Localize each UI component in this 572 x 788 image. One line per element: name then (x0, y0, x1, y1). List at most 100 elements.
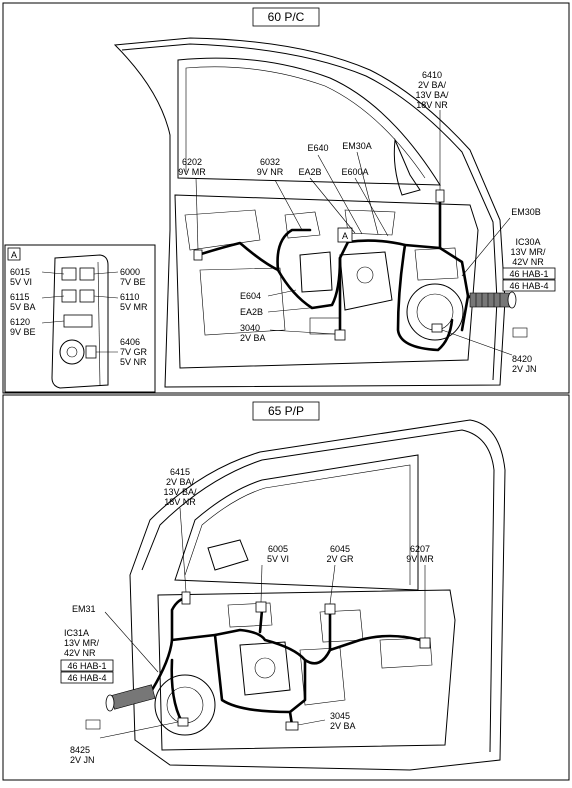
connector-6045-body (324, 603, 336, 615)
label-ea2b-low: EA2B (240, 307, 263, 317)
hinge-bracket (414, 247, 459, 281)
svg-text:18V NR: 18V NR (164, 497, 196, 507)
harness-boot-top (469, 291, 517, 309)
leader-e600a (354, 177, 389, 237)
svg-text:7V BE: 7V BE (120, 277, 146, 287)
svg-text:3040: 3040 (240, 323, 260, 333)
harness-boot-bottom (105, 684, 156, 712)
leader-ea2b-low (267, 305, 331, 313)
regulator-plate (239, 641, 291, 696)
svg-text:13V BA/: 13V BA/ (415, 90, 449, 100)
switch-6120 (63, 314, 93, 328)
label-em30b: EM30B (511, 207, 541, 217)
view-marker-box (337, 227, 353, 243)
label-6000: 6000 7V BE (120, 267, 146, 287)
bottom-panel: 65 P/P (60, 401, 506, 771)
svg-text:2V BA/: 2V BA/ (418, 80, 447, 90)
window-opening (177, 57, 441, 186)
tag-hab-1-box (60, 659, 114, 672)
label-6415: 6415 2V BA/ 13V BA/ 18V NR (163, 467, 197, 507)
harness-branch-8420 (460, 294, 470, 332)
svg-text:IC31A: IC31A (64, 628, 89, 638)
connector-6005-body (255, 601, 267, 613)
leader-6005 (260, 564, 263, 603)
harness-branch-speaker (396, 243, 454, 352)
svg-text:6115: 6115 (10, 292, 29, 302)
harness-branch-lower (213, 633, 307, 714)
label-em30a: EM30A (342, 141, 372, 151)
tag-hab-4-box (60, 671, 114, 684)
leader-3045 (297, 719, 326, 726)
bottom-title-box (252, 401, 320, 421)
label-e604: E604 (240, 291, 261, 301)
svg-text:6000: 6000 (120, 267, 140, 277)
leader-6202 (195, 177, 199, 251)
label-6005: 6005 5V VI (267, 544, 289, 564)
lower-trim (299, 647, 346, 706)
leader-ea2b-top (309, 177, 356, 234)
switch-panel-body (51, 254, 109, 389)
svg-text:9V MR: 9V MR (178, 167, 206, 177)
window-opening (174, 454, 419, 591)
inner-panel (174, 194, 479, 369)
label-6406: 6406 7V GR 5V NR (120, 337, 148, 367)
handle-recess (284, 211, 321, 239)
svg-text:6415: 6415 (170, 467, 190, 477)
regulator-plate (339, 251, 393, 311)
view-marker: A (342, 231, 348, 241)
leader-e640 (317, 154, 363, 235)
svg-text:6032: 6032 (260, 157, 280, 167)
speaker-ring (154, 674, 216, 736)
mirror-mount (393, 138, 421, 196)
label-3040: 3040 2V BA (240, 323, 266, 343)
svg-text:5V VI: 5V VI (267, 554, 289, 564)
inset-frame (4, 244, 156, 393)
door-harness-main (150, 628, 430, 692)
label-8420: 8420 2V JN (512, 354, 537, 374)
connector-6415-body (181, 591, 191, 605)
door-outer-outline (113, 37, 506, 388)
svg-text:6410: 6410 (422, 70, 442, 80)
switch-6015 (61, 267, 77, 281)
quarter-glass-mount (207, 539, 249, 571)
svg-text:2V BA: 2V BA (330, 721, 356, 731)
label-ea2b-top: EA2B (298, 167, 321, 177)
tag-hab-4: 46 HAB-4 (509, 281, 548, 291)
svg-text:42V NR: 42V NR (512, 257, 544, 267)
window-glass-edge (184, 464, 411, 585)
harness-branch-handle (276, 228, 312, 272)
panel-recess-left (184, 209, 261, 251)
svg-text:6005: 6005 (268, 544, 288, 554)
svg-text:5V BA: 5V BA (10, 302, 36, 312)
inset-label: A (11, 250, 17, 260)
small-clip (512, 327, 528, 338)
switch-6406 (85, 345, 97, 359)
leader-em31 (104, 611, 159, 673)
connector-6207-body (419, 637, 431, 649)
svg-text:2V JN: 2V JN (512, 364, 537, 374)
tag-hab-4-box (502, 279, 556, 292)
mirror-joystick (59, 339, 85, 365)
inner-panel (157, 589, 456, 751)
svg-text:6120: 6120 (10, 317, 30, 327)
label-6015: 6015 5V VI (10, 267, 32, 287)
label-ic31a: IC31A 13V MR/ 42V NR (64, 628, 100, 658)
door-inner-outline (121, 43, 498, 381)
svg-text:8425: 8425 (70, 745, 90, 755)
svg-text:42V NR: 42V NR (64, 648, 96, 658)
svg-text:6202: 6202 (182, 157, 202, 167)
speaker-ring (406, 283, 464, 341)
svg-text:18V NR: 18V NR (416, 100, 448, 110)
label-8425: 8425 2V JN (70, 745, 95, 765)
label-6410: 6410 2V BA/ 13V BA/ 18V NR (415, 70, 449, 110)
svg-text:13V BA/: 13V BA/ (163, 487, 197, 497)
label-ic30a: IC30A 13V MR/ 42V NR (510, 237, 546, 267)
svg-text:13V MR/: 13V MR/ (64, 638, 100, 648)
connector-8420-body (431, 323, 443, 333)
svg-text:9V MR: 9V MR (406, 554, 434, 564)
svg-text:9V BE: 9V BE (10, 327, 36, 337)
svg-text:6045: 6045 (330, 544, 350, 554)
label-6207: 6207 9V MR (406, 544, 434, 564)
window-glass-edge (185, 66, 426, 179)
leader-3040 (269, 329, 336, 335)
